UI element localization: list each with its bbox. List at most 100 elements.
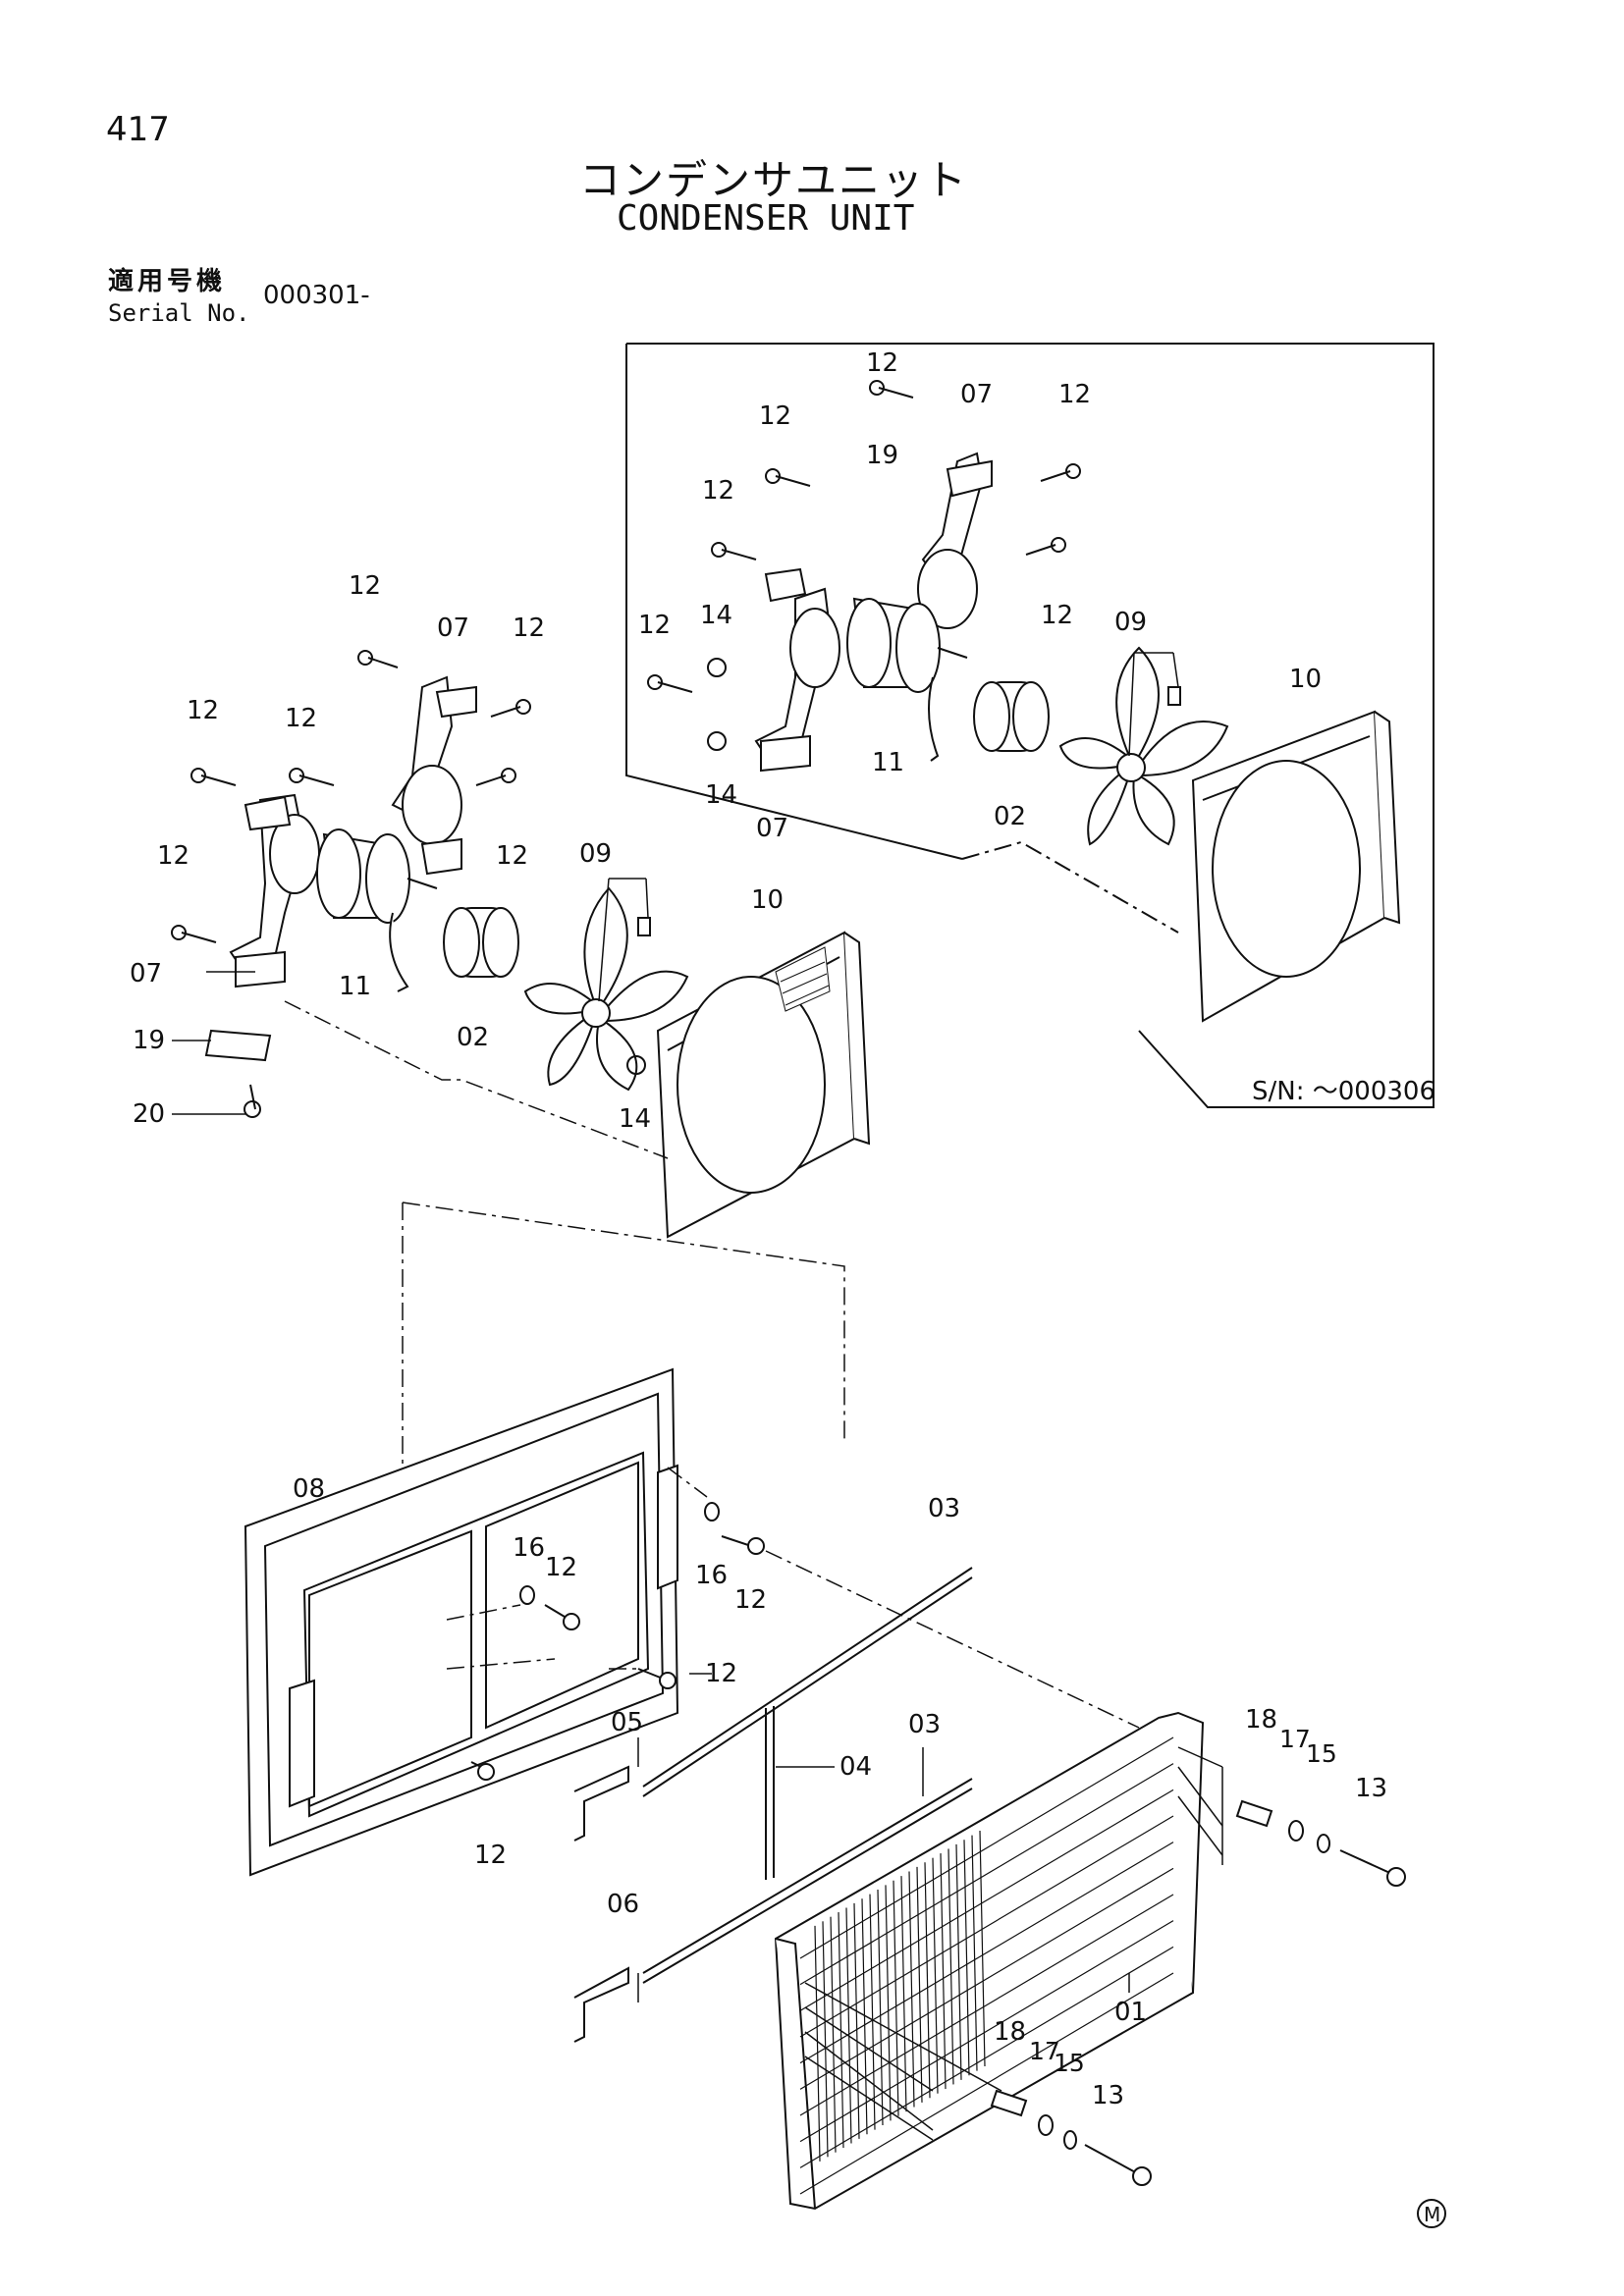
leader-lines: [172, 652, 1179, 2002]
condenser-fin-tube: [947, 1848, 954, 2085]
inset-coupling: [973, 681, 1050, 752]
callout-labels: 12 07 12 12 19 12 12 14 12 09 14 11 07 0…: [130, 348, 1387, 2110]
condenser-fin-tube: [932, 1857, 939, 2094]
callout: 02: [994, 802, 1026, 831]
callout: 11: [872, 748, 904, 777]
callout: 20: [133, 1099, 165, 1129]
condenser-fin-tube: [853, 1902, 860, 2139]
main-coupling: [443, 907, 519, 978]
condenser-fin-tube: [940, 1853, 947, 2090]
callout: 16: [513, 1533, 545, 1563]
condenser-fin-tube: [971, 1835, 978, 2071]
inset-serial-label: S/N: ～000306: [1252, 1077, 1435, 1106]
condenser-fin-tube: [893, 1880, 899, 2116]
callout: 12: [545, 1553, 577, 1582]
callout: 12: [187, 696, 219, 725]
callout: 07: [960, 380, 993, 409]
callout: 07: [756, 814, 788, 843]
callout: 14: [619, 1104, 651, 1134]
main-fan-motor: [316, 828, 438, 992]
callout: 05: [611, 1708, 643, 1737]
housing-centerlines: [446, 1467, 1140, 1729]
callout: 12: [1041, 601, 1073, 630]
m-mark-letter: M: [1424, 2203, 1440, 2226]
callout: 18: [994, 2017, 1026, 2047]
callout: 18: [1245, 1705, 1277, 1735]
callout: 06: [607, 1890, 639, 1919]
callout: 12: [285, 704, 317, 733]
callout: 08: [293, 1474, 325, 1504]
main-fan-blade: [523, 886, 689, 1092]
callout: 01: [1114, 1998, 1147, 2027]
callout: 13: [1092, 2081, 1124, 2110]
callout: 02: [457, 1023, 489, 1052]
condenser-fin-tube: [814, 1925, 821, 2162]
condenser-fin-line: [799, 1789, 1174, 2011]
condenser-fin-tube: [822, 1921, 829, 2158]
inset-bracket-upper: [917, 452, 993, 629]
main-fan-shroud: [656, 931, 871, 1239]
callout: 07: [437, 614, 469, 643]
main-bolts: [171, 650, 646, 1118]
condenser-fin-tube: [830, 1916, 837, 2153]
callout: 17: [1029, 2037, 1060, 2065]
main-bracket-upper: [391, 675, 477, 876]
callout: 09: [1114, 608, 1147, 637]
inset-bracket-lower: [754, 567, 840, 773]
condenser-fin-tube: [916, 1866, 923, 2103]
condenser-fin-line: [799, 1920, 1174, 2143]
callout: 12: [702, 476, 734, 506]
callout: 15: [1306, 1739, 1337, 1768]
condenser-fin-tube: [885, 1885, 892, 2121]
condenser-fin-tube: [924, 1862, 931, 2099]
page-title-japanese: コンデンサユニット: [579, 156, 969, 204]
callout: 12: [866, 348, 898, 378]
condenser-fins: [799, 1736, 1174, 2195]
m-mark: M: [1417, 2199, 1446, 2228]
callout: 12: [496, 841, 528, 871]
fasteners: [470, 1502, 1406, 2186]
inset-frame: [625, 343, 1435, 1108]
condenser-fin-line: [799, 1842, 1174, 2064]
callout: 15: [1054, 2049, 1085, 2077]
callout: 12: [638, 611, 671, 640]
callout: 12: [157, 841, 189, 871]
condenser-fin-tube: [963, 1840, 970, 2076]
condenser-fin-line: [799, 1894, 1174, 2116]
inset-bolts: [647, 380, 1081, 751]
callout: 12: [734, 1585, 767, 1615]
condenser-fin-tube: [979, 1830, 986, 2066]
callout: 12: [513, 614, 545, 643]
inset-fan-blade: [1058, 646, 1229, 846]
callout: 10: [1289, 665, 1322, 694]
condenser-fin-tube: [845, 1907, 852, 2144]
callout: 12: [759, 401, 791, 431]
callout: 14: [700, 601, 732, 630]
callout: 12: [349, 571, 381, 601]
callout: 03: [908, 1710, 941, 1739]
callout: 12: [705, 1659, 737, 1688]
condenser-fin-line: [799, 1867, 1174, 2090]
serial-value: 000301-: [263, 281, 370, 310]
callout: 03: [928, 1494, 960, 1523]
fastener-guide-lines: [804, 1746, 1223, 2141]
callout: 11: [339, 972, 371, 1001]
main-bracket-lower: [229, 793, 320, 988]
condenser-fin-tube: [908, 1871, 915, 2108]
condenser-fin-line: [799, 1815, 1174, 2038]
callout: 17: [1279, 1725, 1311, 1753]
callout: 10: [751, 885, 784, 915]
callout: 09: [579, 839, 612, 869]
condenser-fin-tube: [955, 1843, 962, 2080]
callout: 16: [695, 1561, 728, 1590]
callout: 19: [133, 1026, 165, 1055]
condenser-fin-tube: [869, 1894, 876, 2130]
callout: 12: [474, 1841, 507, 1870]
callout: 19: [866, 441, 898, 470]
condenser-housing: [244, 1367, 679, 1877]
callout: 04: [839, 1752, 872, 1782]
serial-label-japanese: 適用号機: [108, 267, 227, 296]
condenser-fin-line: [799, 1763, 1174, 1986]
page-number: 417: [106, 110, 170, 149]
